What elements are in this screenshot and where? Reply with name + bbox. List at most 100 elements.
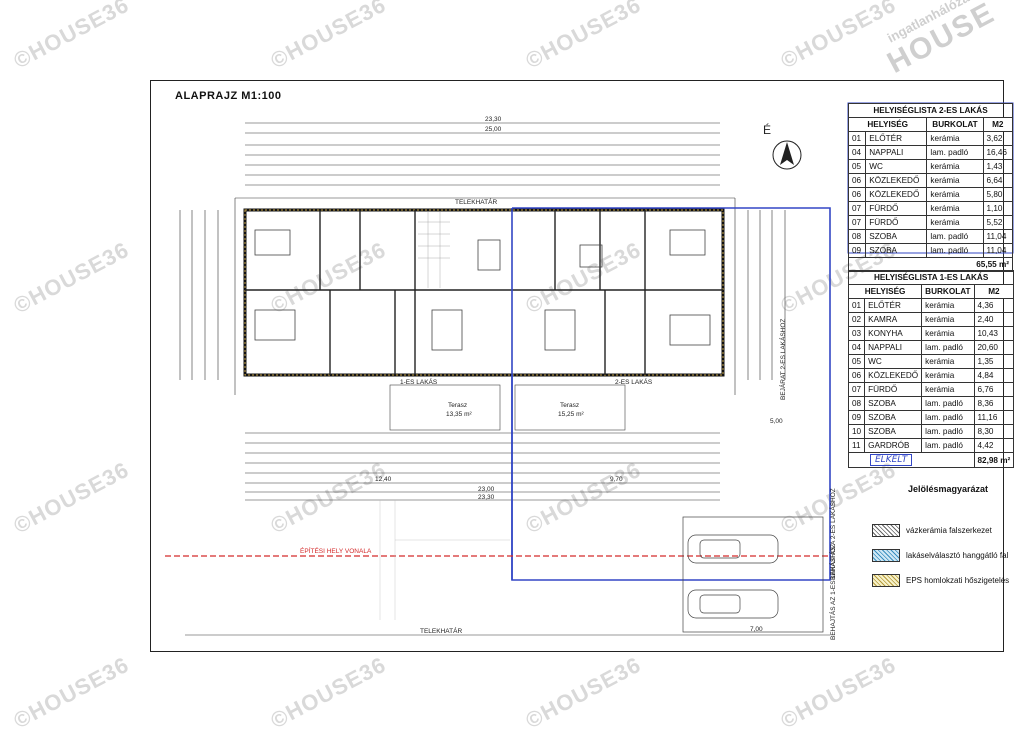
sheet-title: ALAPRAJZ M1:100: [175, 90, 282, 102]
room-name: FÜRDŐ: [865, 201, 928, 216]
schedule1-col-room: HELYISÉG: [847, 284, 923, 299]
room-schedule-flat2: HELYISÉGLISTA 2-ES LAKÁS HELYISÉG BURKOL…: [847, 103, 1013, 272]
room-area: 3,62: [982, 131, 1013, 146]
room-area: 2,40: [973, 312, 1015, 327]
room-area: 11,16: [973, 410, 1015, 425]
room-floor: lam. padló: [926, 243, 984, 258]
room-floor: lam. padló: [926, 145, 984, 160]
room-no: 05: [847, 159, 867, 174]
dim-bottom-total: 23,00: [478, 486, 495, 493]
legend-label: lakáselválasztó hanggátló fal: [906, 551, 1009, 560]
room-floor: kerámia: [926, 131, 984, 146]
terrace2-area: 15,25 m²: [558, 411, 584, 418]
sold-handwritten: ELKELT: [870, 454, 913, 466]
room-floor: lam. padló: [921, 340, 975, 355]
room-name: WC: [864, 354, 923, 369]
room-name: SZOBA: [864, 410, 923, 425]
room-floor: kerámia: [921, 368, 975, 383]
room-name: KÖZLEKEDŐ: [865, 173, 928, 188]
room-floor: lam. padló: [921, 424, 975, 439]
room-floor: lam. padló: [926, 229, 984, 244]
room-floor: kerámia: [921, 354, 975, 369]
room-no: 06: [847, 173, 867, 188]
room-name: KONYHA: [864, 326, 923, 341]
schedule2-col-area: M2: [982, 117, 1013, 132]
dim-7-00: 7,00: [750, 626, 763, 633]
terrace1-label: Terasz: [448, 402, 468, 409]
room-name: SZOBA: [864, 396, 923, 411]
room-floor: kerámia: [921, 326, 975, 341]
room-name: GARDRÓB: [864, 438, 923, 453]
room-no: 01: [847, 298, 866, 313]
schedule1-total: 82,98 m²: [973, 452, 1015, 468]
room-no: 03: [847, 326, 866, 341]
room-area: 6,76: [973, 382, 1015, 397]
acoustic-wall-swatch-icon: [872, 549, 900, 562]
room-no: 07: [847, 215, 867, 230]
room-no: 07: [847, 201, 867, 216]
room-name: FÜRDŐ: [865, 215, 928, 230]
schedule1-col-area: M2: [973, 284, 1015, 299]
room-floor: kerámia: [926, 187, 984, 202]
legend-item: EPS homlokzati hőszigetelés: [872, 574, 1009, 587]
room-name: ELŐTÉR: [864, 298, 923, 313]
terrace1-area: 13,35 m²: [446, 411, 472, 418]
schedule2-title: HELYISÉGLISTA 2-ES LAKÁS: [848, 103, 1013, 118]
room-no: 06: [847, 368, 866, 383]
room-no: 06: [847, 187, 867, 202]
room-area: 4,84: [973, 368, 1015, 383]
property-line-top: TELEKHATÁR: [455, 199, 498, 206]
room-name: SZOBA: [865, 229, 928, 244]
drive-in-2-label: BEHAJTÁS A 2-ES LAKÁSHOZ: [830, 488, 837, 580]
room-floor: kerámia: [926, 173, 984, 188]
dim-9-70: 9,70: [610, 476, 623, 483]
flat1-label: 1-ES LAKÁS: [400, 379, 438, 386]
room-no: 10: [847, 424, 866, 439]
room-area: 4,36: [973, 298, 1015, 313]
room-no: 07: [847, 382, 866, 397]
room-floor: kerámia: [921, 312, 975, 327]
north-arrow-icon: [772, 140, 802, 170]
room-no: 01: [847, 131, 867, 146]
room-area: 4,42: [973, 438, 1015, 453]
room-area: 1,43: [982, 159, 1013, 174]
dim-top-overall: 23,30: [485, 116, 502, 123]
room-floor: kerámia: [926, 159, 984, 174]
room-name: SZOBA: [865, 243, 928, 258]
room-area: 8,36: [973, 396, 1015, 411]
legend-label: vázkerámia falszerkezet: [906, 526, 992, 535]
room-area: 5,52: [982, 215, 1013, 230]
room-no: 09: [847, 410, 866, 425]
dim-bottom-overall: 23,30: [478, 494, 495, 501]
room-name: NAPPALI: [865, 145, 928, 160]
legend-title: Jelölésmagyarázat: [908, 484, 989, 494]
room-schedule-flat1: HELYISÉGLISTA 1-ES LAKÁS HELYISÉG BURKOL…: [847, 270, 1015, 468]
room-area: 11,04: [982, 243, 1013, 258]
sold-cell: ELKELT: [848, 452, 975, 468]
schedule1-title: HELYISÉGLISTA 1-ES LAKÁS: [847, 270, 1015, 285]
room-area: 5,80: [982, 187, 1013, 202]
room-area: 11,04: [982, 229, 1013, 244]
room-floor: lam. padló: [921, 396, 975, 411]
schedule1-col-floor: BURKOLAT: [921, 284, 975, 299]
room-area: 20,60: [973, 340, 1015, 355]
room-area: 16,46: [982, 145, 1013, 160]
schedule2-col-floor: BURKOLAT: [926, 117, 984, 132]
legend-label: EPS homlokzati hőszigetelés: [906, 576, 1010, 585]
room-area: 10,43: [973, 326, 1015, 341]
building-line-label: ÉPÍTÉSI HELY VONALA: [300, 548, 372, 555]
room-no: 09: [847, 243, 867, 258]
terrace2-label: Terasz: [560, 402, 580, 409]
room-no: 08: [847, 396, 866, 411]
